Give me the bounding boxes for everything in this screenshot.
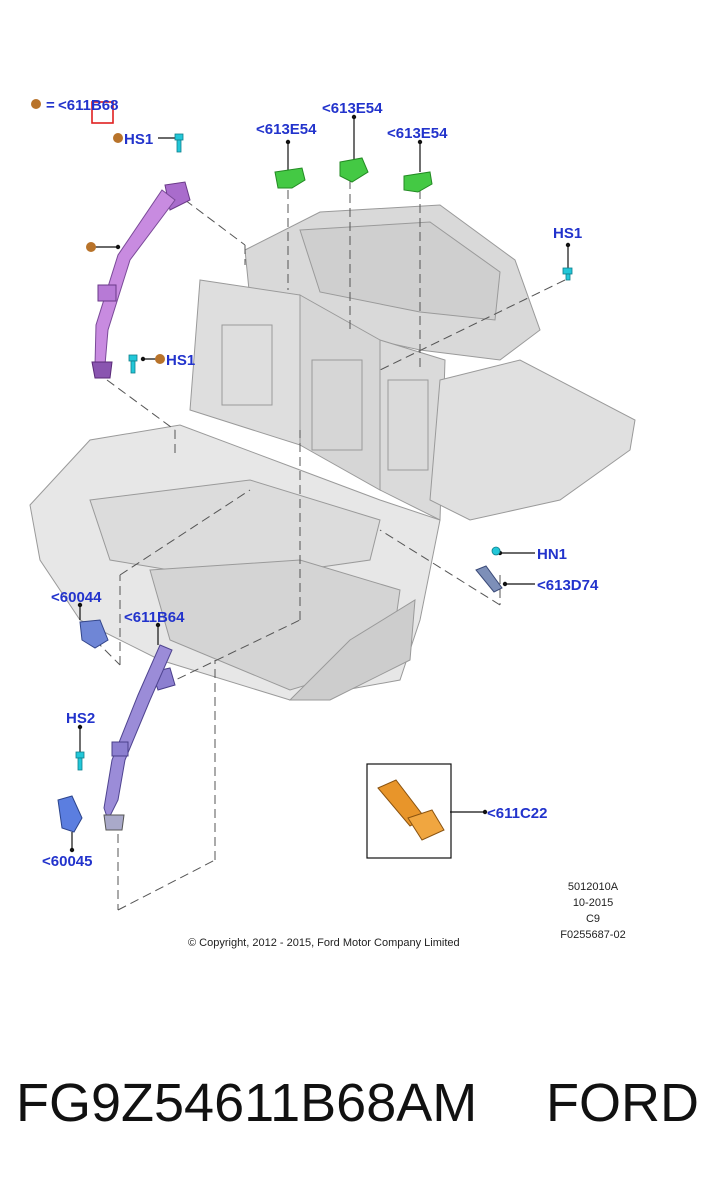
bolt-hs2 [75, 751, 85, 771]
copyright-notice: © Copyright, 2012 - 2015, Ford Motor Com… [188, 937, 460, 949]
callout-613e54-right: <613E54 [387, 125, 448, 142]
vehicle-body-illustration [29, 204, 636, 701]
illustration-id: 5012010A [568, 881, 619, 893]
callout-611b68: <611B68 [58, 97, 118, 114]
green-clips-613e54 [274, 157, 433, 193]
bolt-hs1-left [128, 354, 138, 374]
seat-belt-611b68 [91, 181, 191, 379]
legend-box [91, 101, 114, 124]
bracket-613d74 [475, 565, 503, 593]
buckle-60045 [57, 795, 83, 833]
seat-belt-611b64 [103, 644, 176, 831]
legend-equals: = [46, 97, 55, 114]
clip-613e54-mid [339, 157, 369, 183]
callout-613d74: <613D74 [537, 577, 599, 594]
buckle-60044 [79, 619, 109, 649]
connector-end-dots [69, 114, 571, 853]
clip-613e54-left [274, 167, 306, 189]
callout-hs1-right: HS1 [553, 225, 582, 242]
callout-613e54-mid: <613E54 [322, 100, 383, 117]
callout-611c22: <611C22 [487, 805, 547, 822]
nut-hn1 [491, 546, 501, 556]
part-number-label: FG9Z54611B68AM [16, 1073, 478, 1133]
legend-marker-dot [31, 99, 41, 109]
callout-611b64: <611B64 [124, 609, 185, 626]
figure-id: F0255687-02 [560, 929, 625, 941]
hs1-left-marker-dot [155, 354, 165, 364]
marker-dots [31, 99, 165, 364]
clip-613e54-right [403, 171, 433, 193]
fasteners [75, 133, 573, 771]
hs1-top-marker-dot [113, 133, 123, 143]
callout-connectors [71, 117, 569, 850]
callout-60045: <60045 [42, 853, 92, 870]
bolt-hs1-right [562, 267, 573, 281]
parts-diagram: = <611B68 HS1 <613E54 <613E54 <613E54 HS… [29, 97, 636, 949]
bolt-hs1-top [174, 133, 184, 153]
callout-60044: <60044 [51, 589, 102, 606]
brand-label: FORD [546, 1073, 699, 1133]
seat-belt-611c22 [377, 779, 445, 841]
belt-marker-dot [86, 242, 96, 252]
callout-hs2: HS2 [66, 710, 95, 727]
callout-hs1-left: HS1 [166, 352, 195, 369]
callout-613e54-left: <613E54 [256, 121, 317, 138]
callout-hn1: HN1 [537, 546, 567, 563]
callout-hs1-top: HS1 [124, 131, 153, 148]
illustration-code: C9 [586, 913, 600, 925]
illustration-date: 10-2015 [573, 897, 613, 909]
dashed-leader-lines [94, 180, 566, 911]
inset-box-611c22 [366, 763, 452, 859]
